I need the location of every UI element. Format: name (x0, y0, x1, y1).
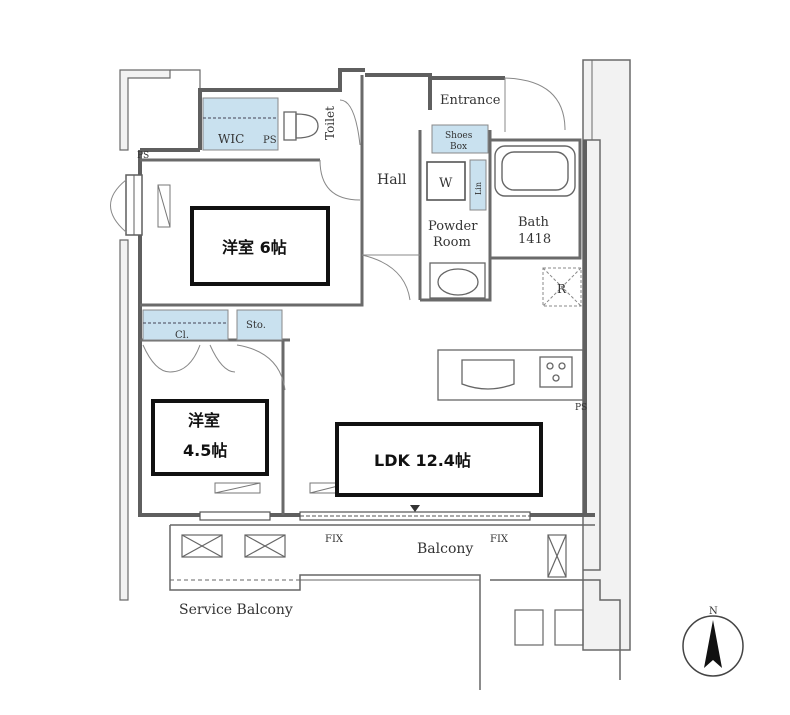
shoes-box-label-1: Shoes (445, 131, 473, 141)
bath-label-2: 1418 (518, 232, 551, 247)
toilet-fixture (283, 111, 319, 141)
balcony-window-line (199, 505, 531, 521)
balcony-label: Balcony (417, 541, 473, 557)
room-label-western-45-line2: 4.5帖 (183, 441, 227, 460)
compass: N (682, 606, 744, 677)
room-box-western-45: 洋室 4.5帖 (151, 399, 269, 476)
powder-basin (429, 262, 486, 299)
refrigerator-label: R (557, 282, 567, 296)
hall-label: Hall (377, 172, 407, 188)
room-label-ldk: LDK 12.4帖 (374, 451, 471, 470)
bath-label-1: Bath (518, 215, 550, 230)
outer-walls (138, 68, 595, 517)
kitchen-counter (437, 349, 584, 401)
ps-left-label: PS (137, 151, 149, 161)
room-label-western-6: 洋室 6帖 (222, 238, 287, 257)
balcony-area (169, 524, 621, 690)
powder-room-label-1: Powder (428, 219, 478, 234)
room-box-ldk: LDK 12.4帖 (335, 422, 543, 497)
door-swings (142, 77, 566, 391)
refrigerator-space (542, 267, 582, 307)
compass-north-label: N (709, 606, 718, 617)
fix-left-label: FIX (325, 534, 344, 545)
ps-right-label: PS (575, 403, 587, 413)
wic-label: WIC (218, 132, 244, 146)
exterior-core-right (582, 59, 631, 651)
washer-label: W (439, 176, 453, 191)
toilet-label: Toilet (323, 106, 337, 140)
powder-room-label-2: Room (433, 235, 471, 250)
ps-top-label: PS (263, 135, 277, 146)
exterior-left (119, 69, 201, 601)
shoes-box-label-2: Box (450, 142, 467, 152)
storage-label: Sto. (246, 320, 266, 331)
lin-label: Lin (474, 182, 483, 195)
left-window (110, 174, 143, 236)
bathtub (494, 145, 576, 197)
fix-right-label: FIX (490, 534, 509, 545)
room-box-western-6: 洋室 6帖 (190, 206, 330, 286)
washer-box (426, 161, 466, 201)
ac-units (181, 534, 584, 646)
entrance-label: Entrance (440, 93, 501, 108)
room-label-western-45-line1: 洋室 (188, 411, 220, 430)
closet-label: Cl. (175, 330, 189, 341)
service-balcony-label: Service Balcony (179, 602, 293, 618)
storage-areas (142, 97, 489, 341)
